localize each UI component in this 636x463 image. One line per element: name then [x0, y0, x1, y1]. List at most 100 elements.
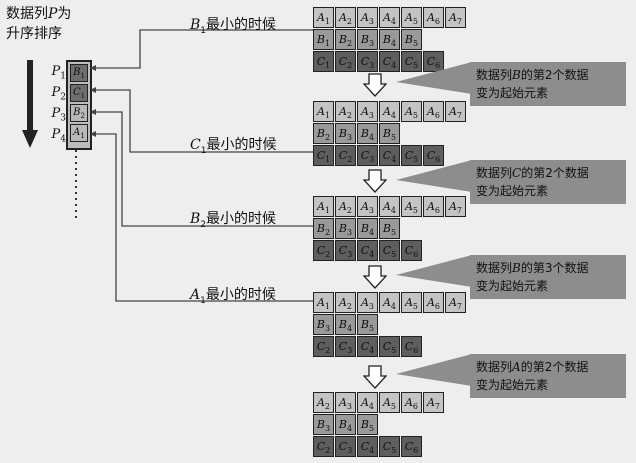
cell-c4: C4 [379, 51, 400, 72]
cell-a2: A2 [335, 292, 356, 313]
cell-c4: C4 [379, 145, 400, 166]
cell-c3: C3 [335, 240, 356, 261]
cell-a3: A3 [357, 101, 378, 122]
cell-c2: C2 [313, 336, 334, 357]
cell-a7: A7 [445, 292, 466, 313]
cell-b2: B2 [313, 123, 334, 144]
note-1: 数据列B的第2个数据 变为起始元素 [470, 62, 626, 106]
pointer-cell-3: B2 [70, 104, 88, 122]
pointer-column: B1 C1 B2 A1 [66, 60, 92, 150]
pointer-label-2: P2 [51, 85, 66, 103]
note-tail-2 [396, 160, 472, 192]
caption-b2-min: B2最小的时候 [190, 211, 277, 230]
cell-c1: C1 [313, 145, 334, 166]
cell-c6: C6 [423, 145, 444, 166]
cell-a1: A1 [313, 196, 334, 217]
cell-b4: B4 [335, 314, 356, 335]
cell-a6: A6 [423, 196, 444, 217]
cell-a1: A1 [313, 101, 334, 122]
cell-a4: A4 [379, 101, 400, 122]
cell-a7: A7 [423, 392, 444, 413]
cell-a7: A7 [445, 7, 466, 28]
cell-c5: C5 [401, 51, 422, 72]
cell-a5: A5 [401, 196, 422, 217]
step-arrow-3 [363, 265, 387, 289]
caption-b1-min: B1最小的时候 [190, 17, 277, 36]
cell-c6: C6 [401, 240, 422, 261]
cell-b4: B4 [379, 29, 400, 50]
cell-c3: C3 [335, 336, 356, 357]
note-3: 数据列B的第3个数据 变为起始元素 [470, 255, 626, 299]
cell-a2: A2 [335, 196, 356, 217]
cell-b5: B5 [357, 414, 378, 435]
cell-b2: B2 [313, 218, 334, 239]
note-2: 数据列C的第2个数据 变为起始元素 [470, 160, 626, 204]
cell-a4: A4 [379, 7, 400, 28]
cell-b1: B1 [313, 29, 334, 50]
cell-c4: C4 [357, 240, 378, 261]
cell-b5: B5 [379, 218, 400, 239]
pointer-cell-4: A1 [70, 124, 88, 142]
cell-c4: C4 [357, 436, 378, 457]
cell-a1: A1 [313, 7, 334, 28]
cell-b5: B5 [357, 314, 378, 335]
pointer-cell-2: C1 [70, 84, 88, 102]
cell-c2: C2 [313, 436, 334, 457]
step-arrow-2 [363, 169, 387, 193]
cell-a2: A2 [313, 392, 334, 413]
cell-a4: A4 [379, 292, 400, 313]
pointer-label-1: P1 [51, 64, 66, 82]
cell-c5: C5 [379, 240, 400, 261]
cell-b4: B4 [357, 123, 378, 144]
pointer-label-4: P4 [51, 127, 66, 145]
cell-c2: C2 [335, 51, 356, 72]
sort-direction-arrow [22, 60, 38, 148]
title-line-2: 升序排序 [6, 26, 62, 42]
cell-a6: A6 [423, 7, 444, 28]
cell-c3: C3 [357, 145, 378, 166]
cell-b4: B4 [335, 414, 356, 435]
cell-b3: B3 [357, 29, 378, 50]
cell-b3: B3 [313, 314, 334, 335]
step-arrow-4 [363, 365, 387, 389]
caption-c1-min: C1最小的时候 [190, 137, 277, 156]
cell-b5: B5 [401, 29, 422, 50]
cell-c6: C6 [401, 336, 422, 357]
cell-c2: C2 [313, 240, 334, 261]
pointer-cell-1: B1 [70, 64, 88, 82]
cell-c6: C6 [423, 51, 444, 72]
cell-a6: A6 [401, 392, 422, 413]
pointer-label-3: P3 [51, 106, 66, 124]
note-tail-3 [396, 255, 472, 287]
cell-a2: A2 [335, 101, 356, 122]
cell-c3: C3 [357, 51, 378, 72]
cell-a3: A3 [357, 7, 378, 28]
cell-c5: C5 [401, 145, 422, 166]
cell-c1: C1 [313, 51, 334, 72]
cell-c4: C4 [357, 336, 378, 357]
cell-b2: B2 [335, 29, 356, 50]
cell-a4: A4 [357, 392, 378, 413]
cell-a2: A2 [335, 7, 356, 28]
step-arrow-1 [363, 73, 387, 97]
cell-a5: A5 [401, 292, 422, 313]
cell-a5: A5 [401, 101, 422, 122]
cell-a7: A7 [445, 196, 466, 217]
cell-a6: A6 [423, 101, 444, 122]
cell-a5: A5 [379, 392, 400, 413]
note-tail-1 [396, 62, 472, 94]
title-line-1: 数据列P为 [6, 6, 72, 22]
cell-b3: B3 [313, 414, 334, 435]
cell-c5: C5 [379, 436, 400, 457]
cell-b3: B3 [335, 218, 356, 239]
note-tail-4 [396, 354, 472, 386]
cell-a7: A7 [445, 101, 466, 122]
cell-a3: A3 [335, 392, 356, 413]
cell-c2: C2 [335, 145, 356, 166]
